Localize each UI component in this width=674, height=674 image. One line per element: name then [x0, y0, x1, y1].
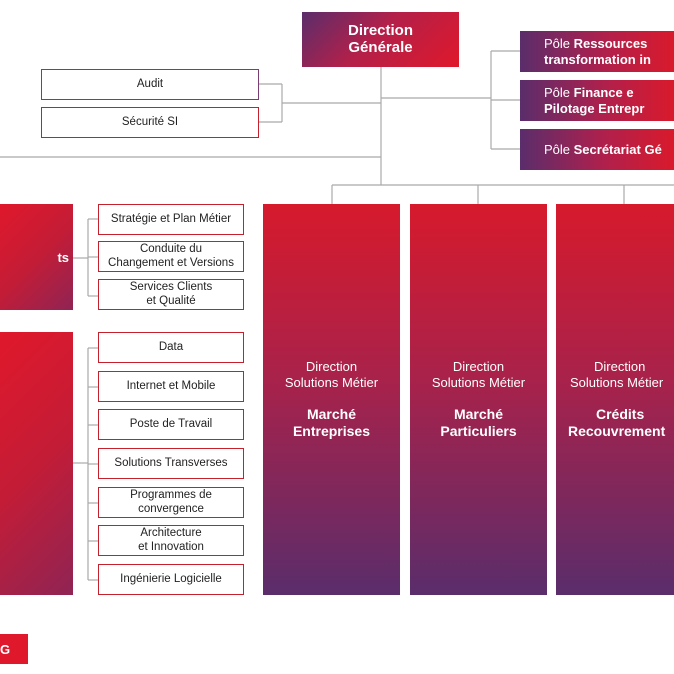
ingenierie-line1: Ingénierie Logicielle	[120, 572, 222, 585]
col3-pre1: Direction	[594, 359, 646, 375]
pole-ressources-line1: Pôle Ressources	[544, 36, 674, 52]
col1-pre2: Solutions Métier	[284, 375, 379, 391]
pole-secretariat-line1: Pôle Secrétariat Gé	[544, 142, 674, 158]
audit-label: Audit	[136, 77, 164, 90]
programmes-line1: Programmes de	[130, 489, 212, 502]
pole-ressources-bold2: transformation in	[544, 51, 651, 67]
pole-ressources-prefix: Pôle	[544, 35, 574, 51]
internet-line1: Internet et Mobile	[126, 379, 216, 392]
pole-secretariat-prefix: Pôle	[544, 141, 574, 157]
col3-strong2: Recouvrement	[568, 422, 666, 439]
direction-generale-line1: Direction	[347, 21, 413, 39]
pole-ressources-line2: transformation in	[544, 52, 674, 68]
strategie-plan-metier-box: Stratégie et Plan Métier	[98, 204, 244, 235]
pole-finance-line2: Pilotage Entrepr	[544, 101, 674, 117]
architecture-line1: Architecture	[140, 527, 202, 540]
pole-finance-bold2: Pilotage Entrepr	[544, 100, 645, 116]
solutions-particuliers-column: Direction Solutions Métier Marché Partic…	[410, 204, 547, 595]
securite-si-label: Sécurité SI	[121, 115, 179, 128]
architecture-line2: et Innovation	[138, 540, 204, 553]
pole-finance-line1: Pôle Finance e	[544, 85, 674, 101]
solutions-transverses-box: Solutions Transverses	[98, 448, 244, 479]
pole-finance-box: Pôle Finance e Pilotage Entrepr	[520, 80, 674, 121]
bottom-legend-tag: G	[0, 634, 28, 664]
pole-finance-prefix: Pôle	[544, 84, 574, 100]
transverses-line1: Solutions Transverses	[114, 456, 228, 469]
col3-strong1: Crédits	[596, 405, 645, 422]
direction-generale-box: Direction Générale	[302, 12, 459, 67]
col2-pre2: Solutions Métier	[431, 375, 526, 391]
col1-strong2: Entreprises	[292, 422, 371, 439]
conduite-line1: Conduite du	[139, 243, 202, 256]
data-line1: Data	[158, 340, 184, 353]
strategie-line1: Stratégie et Plan Métier	[110, 212, 232, 225]
left-top-direction-block: ts	[0, 204, 73, 310]
pole-ressources-box: Pôle Ressources transformation in	[520, 31, 674, 72]
left-top-direction-fragment: ts	[57, 249, 69, 265]
securite-si-box: Sécurité SI	[41, 107, 259, 138]
pole-secretariat-bold1: Secrétariat Gé	[573, 141, 662, 157]
col2-strong2: Particuliers	[440, 422, 517, 439]
services-line1: Services Clients	[129, 281, 213, 294]
data-box: Data	[98, 332, 244, 363]
poste-line1: Poste de Travail	[129, 417, 213, 430]
col2-strong1: Marché	[453, 405, 504, 422]
col2-pre1: Direction	[452, 359, 505, 375]
bottom-legend-fragment: G	[0, 641, 11, 657]
col1-pre1: Direction	[305, 359, 358, 375]
solutions-entreprises-column: Direction Solutions Métier Marché Entrep…	[263, 204, 400, 595]
solutions-credits-column: Direction Solutions Métier Crédits Recou…	[556, 204, 674, 595]
pole-ressources-bold1: Ressources	[573, 35, 648, 51]
conduite-line2: Changement et Versions	[108, 256, 234, 269]
internet-mobile-box: Internet et Mobile	[98, 371, 244, 402]
left-bottom-direction-block	[0, 332, 73, 595]
audit-box: Audit	[41, 69, 259, 100]
pole-secretariat-box: Pôle Secrétariat Gé	[520, 129, 674, 170]
poste-travail-box: Poste de Travail	[98, 409, 244, 440]
programmes-line2: convergence	[138, 502, 204, 515]
pole-finance-bold1: Finance e	[573, 84, 634, 100]
services-line2: et Qualité	[146, 294, 196, 307]
ingenierie-logicielle-box: Ingénierie Logicielle	[98, 564, 244, 595]
col1-strong1: Marché	[306, 405, 357, 422]
col3-pre2: Solutions Métier	[570, 375, 664, 391]
direction-generale-line2: Générale	[348, 38, 413, 56]
